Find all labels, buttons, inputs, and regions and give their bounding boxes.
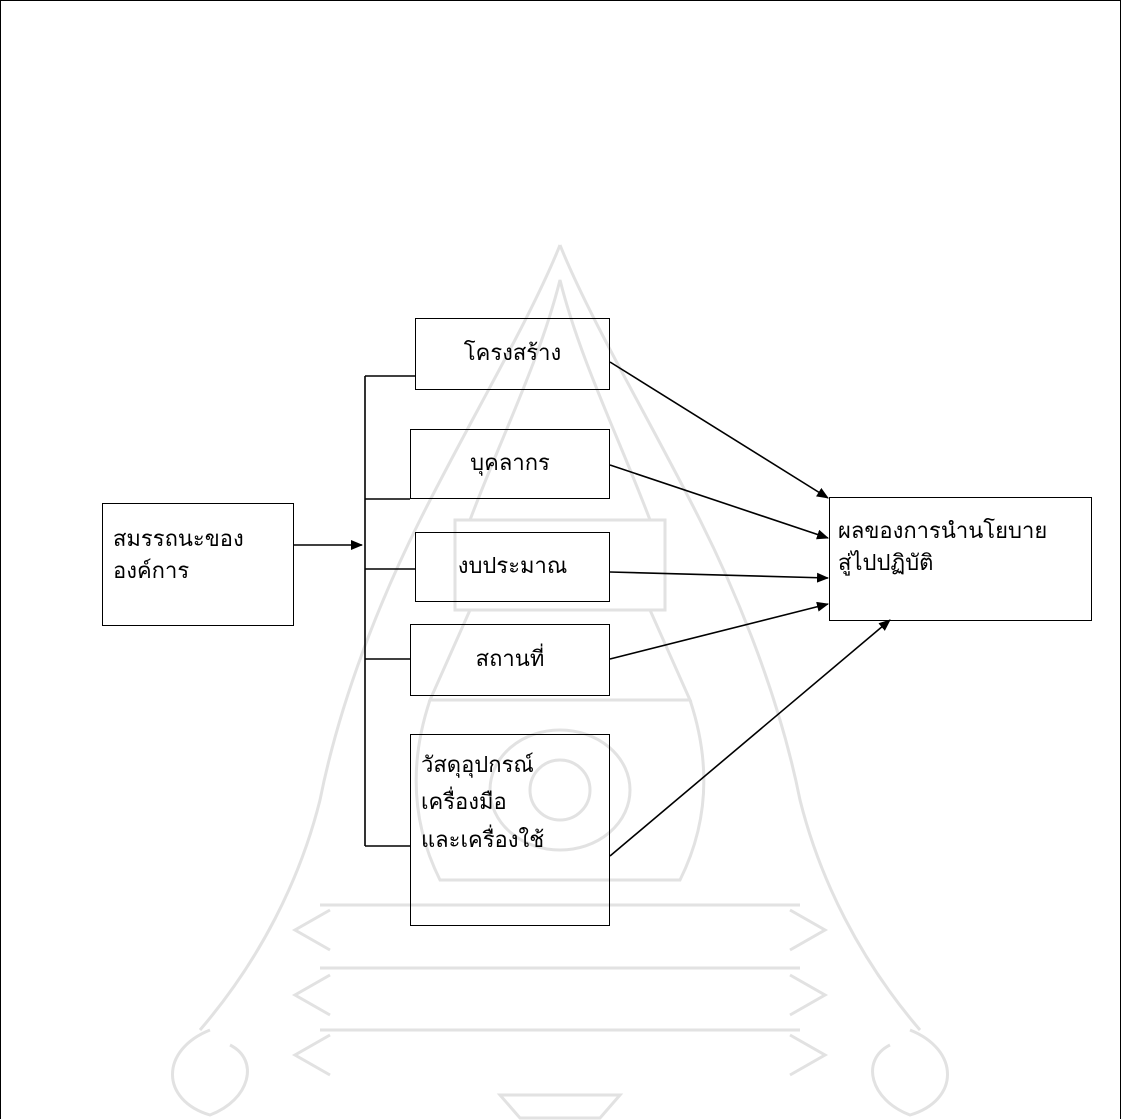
result-box-line-2: สู่ไปปฏิบัติ	[838, 550, 934, 576]
arrow-budget-to-result	[609, 571, 829, 583]
materials-label-line-1: วัสดุอุปกรณ์	[421, 753, 534, 778]
structure-label: โครงสร้าง	[463, 341, 562, 367]
arrow-structure-to-result	[609, 361, 829, 499]
personnel-label: บุคลากร	[470, 451, 550, 477]
materials-label-line-3: และเครื่องใช้	[421, 827, 545, 853]
arrow-personnel-to-result	[609, 464, 829, 540]
budget-label: งบประมาณ	[457, 554, 568, 580]
organization-capacity-box: สมรรถนะของ องค์การ	[102, 503, 294, 626]
place-box: สถานที่	[410, 624, 610, 696]
materials-label-line-2: เครื่องมือ	[421, 790, 507, 816]
personnel-box: บุคลากร	[410, 429, 610, 499]
structure-box: โครงสร้าง	[415, 318, 610, 390]
arrow-place-to-result	[609, 601, 829, 660]
source-box-line-2: องค์การ	[113, 558, 190, 584]
place-label: สถานที่	[475, 647, 545, 673]
materials-equipment-box: วัสดุอุปกรณ์ เครื่องมือ และเครื่องใช้	[410, 734, 610, 926]
source-box-line-1: สมรรถนะของ	[113, 527, 244, 552]
result-box-line-1: ผลของการนำนโยบาย	[838, 519, 1048, 544]
policy-implementation-result-box: ผลของการนำนโยบาย สู่ไปปฏิบัติ	[829, 497, 1092, 621]
budget-box: งบประมาณ	[415, 532, 610, 602]
arrow-materials-to-result	[609, 619, 891, 857]
